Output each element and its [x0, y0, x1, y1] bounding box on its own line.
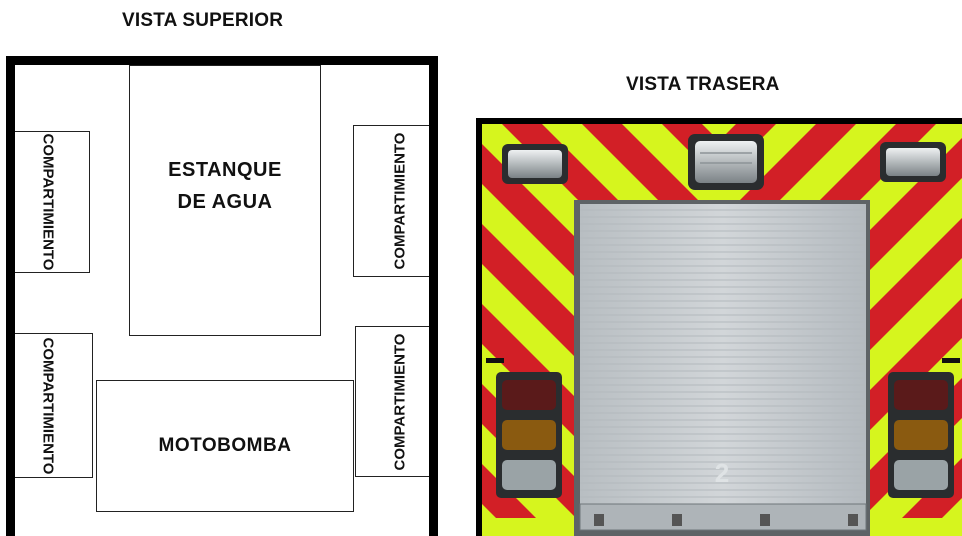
compartment-label: COMPARTIMIENTO	[391, 132, 409, 270]
water-tank-label-line2: DE AGUA	[177, 191, 273, 213]
compartment-left-bottom: COMPARTIMIENTO	[15, 333, 93, 478]
compartment-left-top: COMPARTIMIENTO	[15, 131, 90, 273]
roll-up-shutter-door: 2	[574, 200, 870, 536]
rear-view-diagram: 2	[476, 118, 962, 536]
pump-label: MOTOBOMBA	[158, 435, 292, 456]
top-light-right	[880, 142, 946, 182]
rear-view-title: VISTA TRASERA	[626, 74, 780, 95]
water-tank-label: ESTANQUE DE AGUA	[130, 154, 320, 218]
compartment-label: COMPARTIMIENTO	[39, 337, 57, 474]
side-mark-right	[942, 358, 960, 363]
compartment-label: COMPARTIMIENTO	[39, 133, 57, 271]
top-view-diagram: ESTANQUE DE AGUA MOTOBOMBA COMPARTIMIENT…	[6, 56, 438, 536]
water-tank-box: ESTANQUE DE AGUA	[129, 65, 321, 336]
side-mark-left	[486, 358, 504, 363]
compartment-right-top: COMPARTIMIENTO	[353, 125, 429, 277]
top-light-left	[502, 144, 568, 184]
compartment-right-bottom: COMPARTIMIENTO	[355, 326, 429, 477]
top-view-title: VISTA SUPERIOR	[122, 10, 284, 31]
water-tank-label-line1: ESTANQUE	[168, 159, 282, 181]
top-light-center	[688, 134, 764, 190]
compartment-label: COMPARTIMIENTO	[391, 333, 409, 470]
tail-lights-left	[496, 372, 562, 498]
door-number: 2	[715, 458, 729, 488]
tail-lights-right	[888, 372, 954, 498]
pump-box: MOTOBOMBA	[96, 380, 354, 512]
